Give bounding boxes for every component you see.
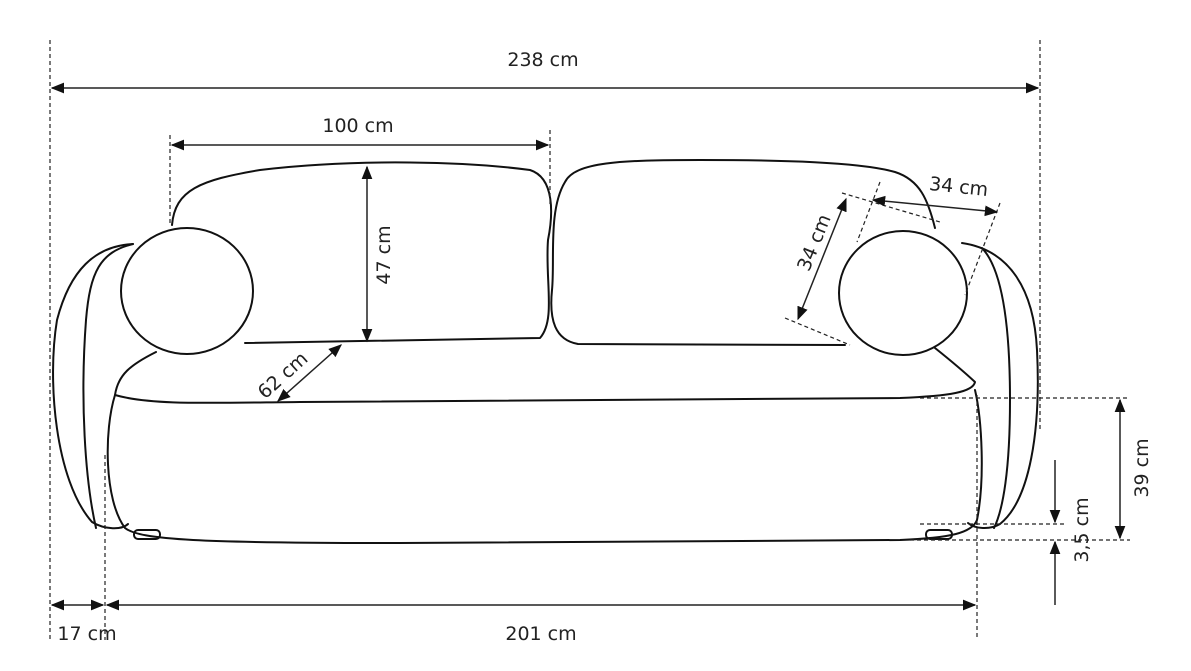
right-pillow: [838, 230, 968, 356]
pillow-height-label: 34 cm: [793, 211, 836, 274]
right-arm-inner: [981, 247, 1011, 529]
seat-depth-label: 62 cm: [254, 348, 313, 404]
left-foot: [133, 529, 161, 540]
right-foot: [925, 529, 953, 540]
arm-width-label: 17 cm: [57, 623, 116, 645]
seat-height-label: 39 cm: [1131, 438, 1153, 497]
back-height-label: 47 cm: [373, 225, 395, 284]
left-back-cushion: [171, 161, 553, 344]
extension-lines: [49, 40, 1130, 640]
right-back-cushion: [550, 159, 936, 346]
pillow-width-label: 34 cm: [928, 173, 989, 201]
seat-cushion-width-label: 100 cm: [322, 115, 393, 137]
seat-front: [106, 389, 983, 544]
pillow-height-arrow: [797, 197, 847, 321]
sofa-outline: [52, 159, 1039, 544]
seat-cushion-top: [114, 347, 976, 404]
left-pillow: [120, 227, 254, 355]
dimension-labels: 238 cm 100 cm 47 cm 62 cm 34 cm 34 cm 39…: [57, 49, 1153, 645]
inner-width-label: 201 cm: [505, 623, 576, 645]
leg-height-label: 3,5 cm: [1071, 497, 1093, 562]
right-arm-outer: [961, 242, 1039, 529]
left-arm-outer: [52, 243, 134, 530]
pillow-width-arrow: [871, 195, 999, 217]
seat-depth-arrow: [276, 344, 343, 402]
dimension-arrows: [50, 82, 1126, 611]
total-width-label: 238 cm: [507, 49, 578, 71]
left-arm-inner: [82, 243, 134, 529]
